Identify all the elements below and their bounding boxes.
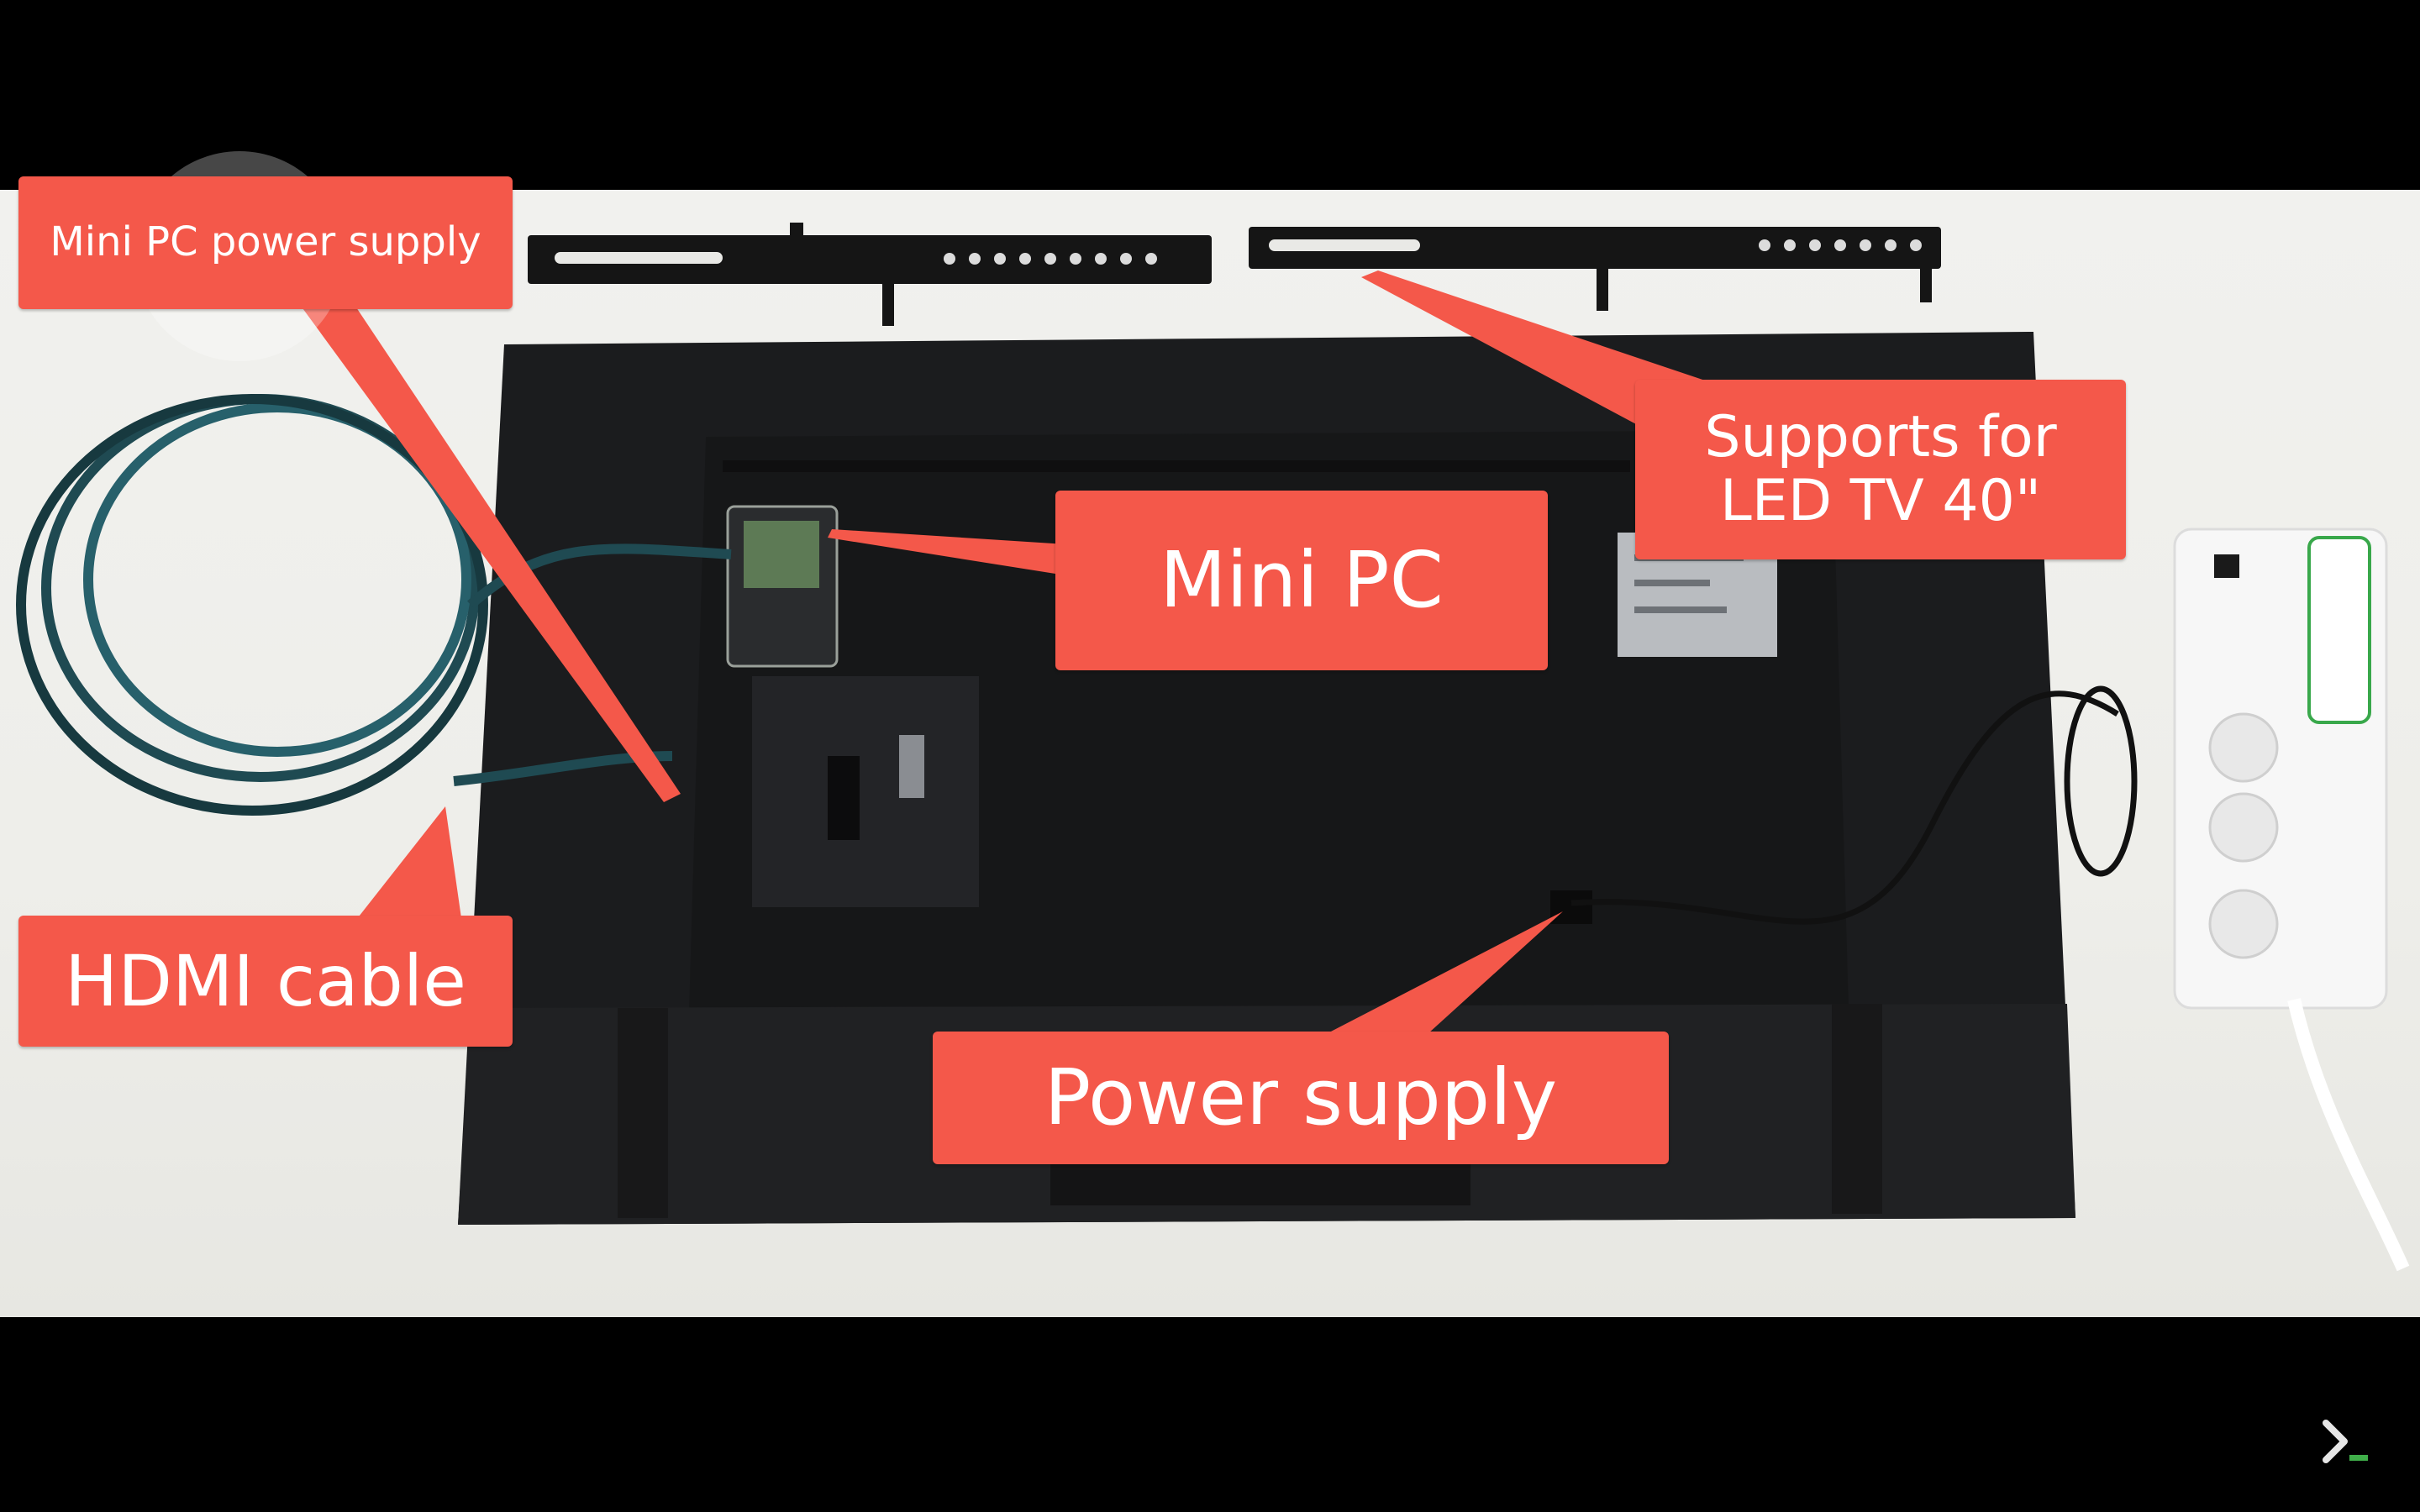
label-supports-line2: LED TV 40" bbox=[1719, 468, 2042, 534]
callout-pointers bbox=[298, 270, 1723, 1033]
wall-support-right bbox=[1249, 227, 1941, 311]
label-power-supply: Power supply bbox=[933, 1032, 1669, 1164]
power-cable bbox=[1570, 685, 2138, 925]
mini-pc-device bbox=[726, 505, 839, 668]
label-mini-pc-power-supply: Mini PC power supply bbox=[18, 176, 513, 309]
power-strip bbox=[2173, 528, 2410, 1272]
label-supports-line1: Supports for bbox=[1704, 403, 2057, 470]
label-mini-pc-text: Mini PC bbox=[1160, 535, 1444, 626]
hdmi-cable bbox=[16, 394, 732, 816]
wall-support-left bbox=[528, 223, 1212, 326]
label-mini-pc: Mini PC bbox=[1055, 491, 1548, 670]
next-slide-button[interactable] bbox=[2317, 1418, 2375, 1465]
label-hdmi-cable-text: HDMI cable bbox=[65, 939, 466, 1022]
label-supports: Supports for LED TV 40" bbox=[1635, 380, 2126, 559]
label-power-supply-text: Power supply bbox=[1044, 1053, 1558, 1143]
chevron-right-icon bbox=[2323, 1420, 2368, 1463]
label-mini-pc-power-supply-text: Mini PC power supply bbox=[50, 218, 481, 266]
label-hdmi-cable: HDMI cable bbox=[18, 916, 513, 1047]
